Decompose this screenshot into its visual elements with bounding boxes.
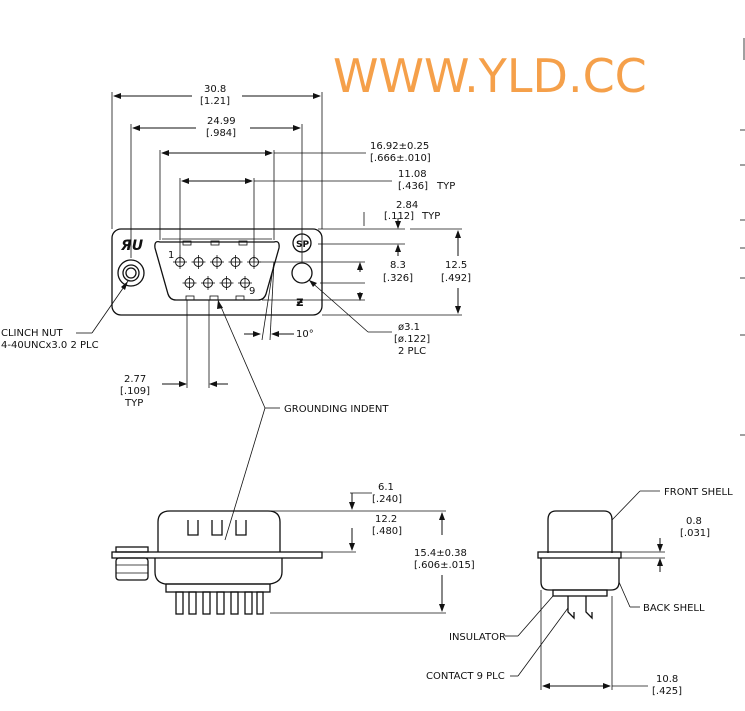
svg-text:SP: SP: [296, 240, 309, 250]
dim-hole-qty: 2 PLC: [398, 346, 426, 357]
grounding-indents-front: [182, 240, 248, 301]
insulator-label: INSULATOR: [449, 632, 506, 643]
side-dim-total-mm: 15.4±0.38: [414, 548, 467, 559]
margin-ticks: [740, 38, 745, 436]
front-flange: [111, 228, 323, 316]
dim-pitchv-suffix: TYP: [421, 211, 440, 222]
dim-height-flange-inch: [.492]: [441, 273, 471, 284]
dim-pinrow-suffix: TYP: [436, 181, 455, 192]
back-shell-label: BACK SHELL: [643, 603, 705, 614]
pin-9-label: 9: [249, 286, 255, 297]
side-clinch-nut: [115, 557, 149, 581]
d-shell-front: [154, 240, 280, 301]
dim-pitchv-mm: 2.84: [396, 200, 418, 211]
dim-overall-inch: [1.21]: [200, 96, 230, 107]
end-dim-thick-mm: 0.8: [686, 516, 702, 527]
clinch-nut-line1: CLINCH NUT: [1, 328, 63, 339]
dim-mount-inch: [.984]: [206, 128, 236, 139]
side-contacts: [175, 591, 264, 615]
ul-logo-icon: ЯU: [120, 238, 144, 254]
dim-mount-mm: 24.99: [207, 116, 236, 127]
svg-text:ЯU: ЯU: [120, 238, 144, 254]
angle-label: 10°: [296, 329, 314, 340]
dim-pitchh-mm: 2.77: [124, 374, 146, 385]
svg-text:ƶ: ƶ: [296, 295, 304, 310]
end-flange: [537, 551, 622, 559]
side-flange: [111, 551, 323, 559]
side-back-shell: [154, 558, 283, 585]
dim-pitchv-inch: [.112]: [384, 211, 414, 222]
dim-hole-mm: ø3.1: [398, 322, 420, 333]
side-extension-lines: [270, 492, 446, 614]
front-view: ЯU SP ƶ 1 9: [1, 84, 471, 541]
side-front-shell: [157, 510, 281, 552]
end-dim-width-inch: [.425]: [652, 686, 682, 697]
clinch-nut-line2: 4-40UNCx3.0 2 PLC: [1, 340, 99, 351]
dim-height-inner-mm: 8.3: [390, 260, 406, 271]
end-view: FRONT SHELL 0.8 [.031] BACK SHELL INSULA…: [426, 487, 733, 697]
side-dim-total-inch: [.606±.015]: [414, 560, 475, 571]
watermark: WWW.YLD.CC: [333, 49, 647, 103]
end-dim-width-mm: 10.8: [656, 674, 678, 685]
side-dim-top-inch: [.240]: [372, 494, 402, 505]
end-insulator: [552, 589, 608, 597]
dim-shell-mm: 16.92±0.25: [370, 141, 429, 152]
front-shell-label: FRONT SHELL: [664, 487, 733, 498]
dim-height-flange-mm: 12.5: [445, 260, 467, 271]
dim-pitchh-inch: [.109]: [120, 386, 150, 397]
end-dim-thick-inch: [.031]: [680, 528, 710, 539]
ground-symbol-icon: ƶ: [296, 295, 304, 310]
dim-pinrow-mm: 11.08: [398, 169, 427, 180]
side-dim-top-mm: 6.1: [378, 482, 394, 493]
end-front-shell: [547, 510, 613, 553]
clinch-nut-left-inner: [122, 264, 140, 282]
side-grounding-indents: [187, 520, 247, 536]
side-view: 6.1 [.240] 12.2 [.480] 15.4±0.38 [.606±.…: [111, 482, 475, 615]
dim-height-inner-inch: [.326]: [383, 273, 413, 284]
extension-lines-front: [111, 92, 323, 388]
dim-pinrow-inch: [.436]: [398, 181, 428, 192]
pin-1-label: 1: [168, 250, 174, 261]
end-back-shell: [540, 558, 620, 591]
side-dim-mid-mm: 12.2: [375, 514, 397, 525]
side-nut-top: [115, 546, 149, 553]
clinch-nut-left: [117, 259, 145, 287]
grounding-indent-label: GROUNDING INDENT: [284, 404, 389, 415]
side-insulator: [165, 583, 271, 593]
mounting-hole-right: [291, 262, 313, 284]
dim-pitchh-suffix: TYP: [124, 398, 143, 409]
contact-label: CONTACT 9 PLC: [426, 671, 505, 682]
dim-shell-inch: [.666±.010]: [370, 153, 431, 164]
pin-array: [173, 255, 261, 290]
dim-hole-inch: [ø.122]: [394, 334, 430, 345]
dim-overall-mm: 30.8: [204, 84, 226, 95]
clinch-nut-left-bore: [125, 267, 137, 279]
end-contacts: [567, 596, 593, 620]
side-dim-mid-inch: [.480]: [372, 526, 402, 537]
